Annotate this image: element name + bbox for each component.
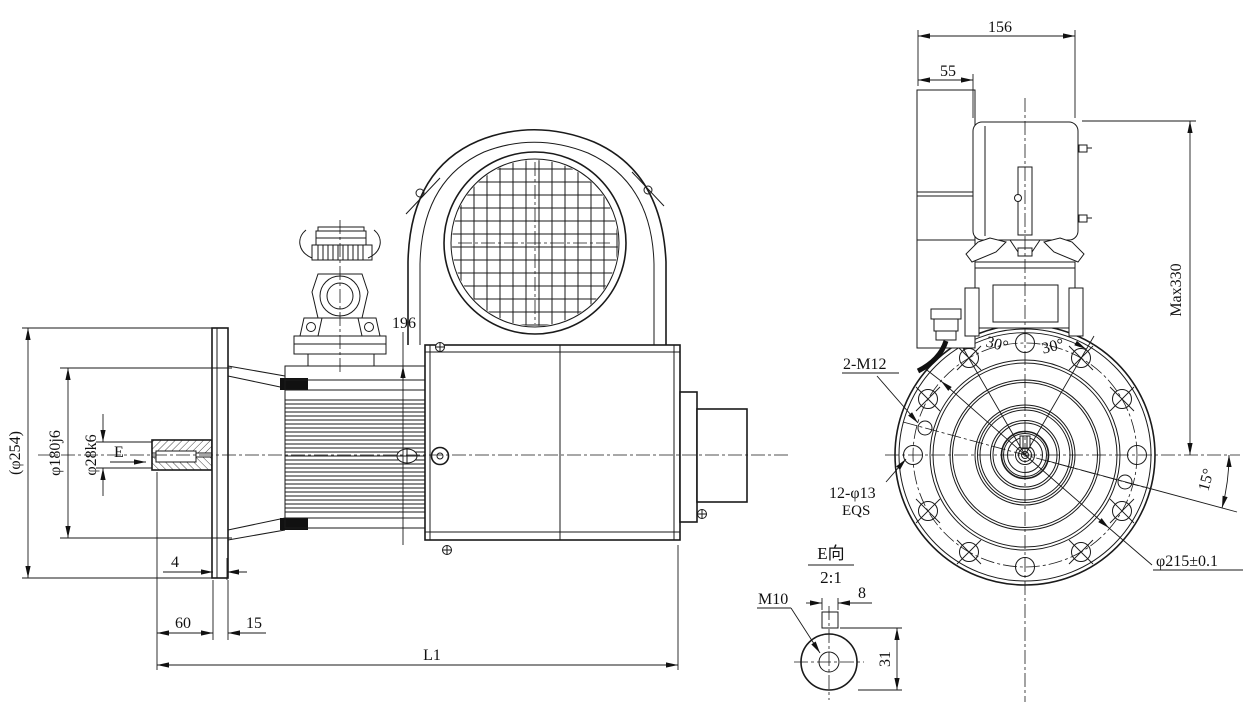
dim-156: 156	[988, 19, 1012, 36]
view-arrow-label: E	[114, 444, 124, 461]
screw-glyph-rear	[697, 509, 707, 519]
dim-max330: Max330	[1168, 263, 1185, 316]
dim-phi254: (φ254)	[7, 431, 24, 475]
dim-30-left: 30°	[984, 334, 1010, 356]
bracket-left	[964, 287, 980, 337]
dim-15deg: 15°	[1196, 467, 1218, 493]
bracket-right	[1068, 287, 1084, 337]
dim-196: 196	[392, 315, 416, 332]
shaft-center-tap-hole	[155, 450, 197, 463]
dim-phi28: φ28k6	[83, 434, 100, 475]
detail-dimensions: 8 31 M10	[757, 585, 902, 691]
terminal-connector-side	[293, 220, 387, 372]
mounting-stud-bottom	[280, 518, 308, 530]
dim-phi180: φ180j6	[47, 430, 64, 476]
mounting-flange	[211, 327, 229, 579]
label-12-phi13: 12-φ13	[829, 485, 876, 502]
front-view-dimensions: 156 55 Max330	[917, 19, 1196, 455]
clamp-lever-left	[965, 237, 1007, 263]
dim-8: 8	[858, 585, 866, 602]
label-2-m12: 2-M12	[843, 356, 887, 373]
detail-scale: 2:1	[820, 568, 842, 587]
detail-keyway	[821, 611, 839, 629]
bolt-holes-label: 12-φ13 EQS	[829, 458, 907, 519]
terminal-connector-front	[916, 89, 1092, 374]
dim-15: 15	[246, 615, 262, 632]
dim-4: 4	[171, 554, 179, 571]
m12-hole-left	[917, 420, 933, 436]
screw-glyph-bottom	[442, 545, 452, 555]
side-view-dimensions: (φ254) φ180j6 φ28k6 E 4 60 15	[7, 315, 679, 670]
side-view: (φ254) φ180j6 φ28k6 E 4 60 15	[7, 128, 790, 670]
rear-end-section	[679, 391, 748, 523]
dim-pcd: φ215±0.1	[1156, 553, 1218, 570]
clamp-lever-right	[1043, 237, 1085, 263]
screw-glyph-top	[435, 342, 445, 352]
main-housing	[424, 342, 681, 555]
grille-outer-ring	[443, 151, 627, 335]
detail-title: E向	[817, 544, 844, 563]
dim-31: 31	[877, 651, 894, 667]
detail-view: E向 2:1 8 31 M10	[757, 544, 902, 700]
connector-bail-handles	[299, 229, 381, 259]
label-m10: M10	[758, 591, 788, 608]
finned-stator-section	[284, 365, 426, 529]
housing-plug	[430, 446, 450, 466]
front-view: 30° 30° φ215±0.1 2-M12 12-φ13 EQS	[829, 19, 1243, 702]
angle-15-dimension: 15°	[1047, 454, 1238, 513]
front-endbell	[227, 365, 308, 541]
mounting-stud-top	[280, 378, 308, 390]
pcd-dimension: φ215±0.1	[922, 366, 1243, 571]
dim-L1: L1	[423, 647, 441, 664]
m12-hole-right	[1117, 474, 1133, 490]
fan-cowl	[405, 128, 667, 345]
angle-30-dimension: 30° 30°	[955, 332, 1095, 456]
tapped-holes-label: 2-M12	[842, 356, 919, 424]
dim-60: 60	[175, 615, 191, 632]
cable-gland	[935, 330, 957, 341]
dim-55: 55	[940, 63, 956, 80]
label-eqs: EQS	[842, 503, 870, 519]
dim-30-right: 30°	[1040, 336, 1066, 358]
cable	[916, 340, 949, 374]
